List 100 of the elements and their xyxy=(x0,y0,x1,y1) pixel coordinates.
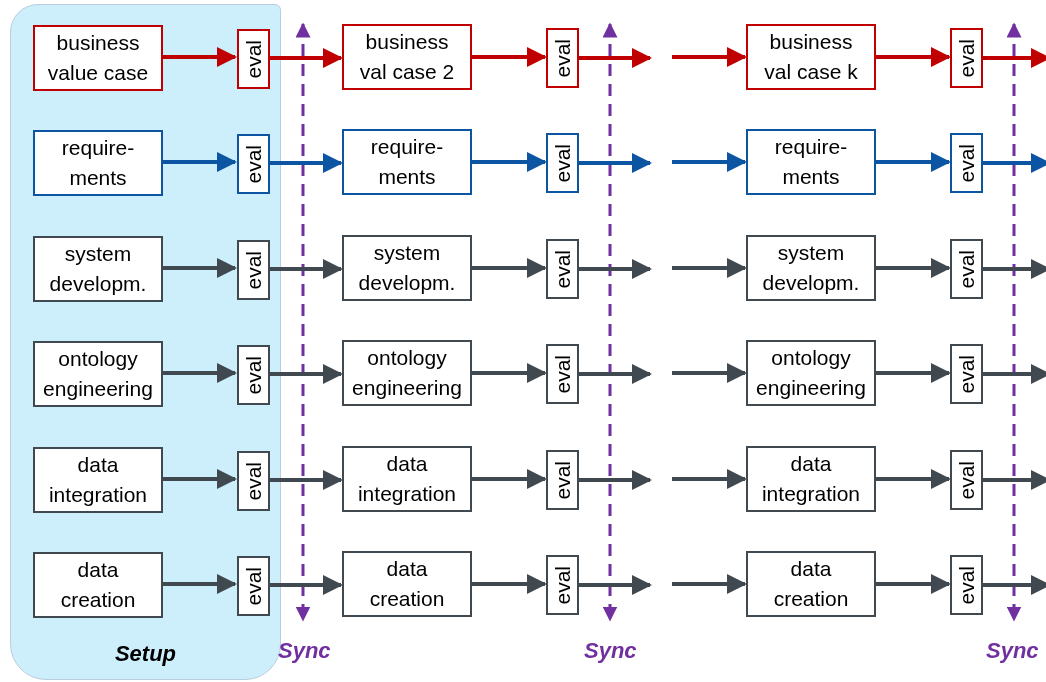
eval-box xyxy=(950,555,983,615)
sync-label: Sync xyxy=(278,638,331,664)
eval-box xyxy=(546,450,579,510)
eval-label: eval xyxy=(954,354,979,394)
box-label: data creation xyxy=(59,556,137,613)
eval-box xyxy=(237,556,270,616)
process-box xyxy=(342,340,472,406)
arrow xyxy=(579,48,652,68)
eval-box xyxy=(546,133,579,193)
process-box xyxy=(33,236,163,302)
process-box xyxy=(746,24,876,90)
box-label: require- ments xyxy=(773,133,849,190)
box-label: system developm. xyxy=(761,239,861,296)
arrow xyxy=(579,364,652,384)
arrow xyxy=(672,363,747,383)
box-label: system developm. xyxy=(48,240,148,297)
arrow xyxy=(162,258,237,278)
process-box xyxy=(342,235,472,301)
process-box xyxy=(33,447,163,513)
arrow xyxy=(579,259,652,279)
arrow xyxy=(876,47,951,67)
box-label: business val case k xyxy=(763,28,859,85)
eval-box xyxy=(950,28,983,88)
eval-label: eval xyxy=(954,460,979,500)
eval-label: eval xyxy=(550,460,575,500)
eval-label: eval xyxy=(241,355,266,395)
box-label: require- ments xyxy=(369,133,445,190)
arrow xyxy=(472,469,547,489)
arrow xyxy=(672,574,747,594)
eval-label: eval xyxy=(550,143,575,183)
arrow xyxy=(162,363,237,383)
process-box xyxy=(746,446,876,512)
eval-box xyxy=(237,240,270,300)
arrow xyxy=(579,575,652,595)
arrow xyxy=(579,153,652,173)
arrow xyxy=(269,575,343,595)
process-box xyxy=(746,551,876,617)
eval-box xyxy=(546,28,579,88)
eval-label: eval xyxy=(954,565,979,605)
process-box xyxy=(746,340,876,406)
arrow xyxy=(472,574,547,594)
arrow xyxy=(672,469,747,489)
eval-label: eval xyxy=(241,566,266,606)
arrow xyxy=(876,152,951,172)
eval-label: eval xyxy=(954,38,979,78)
eval-label: eval xyxy=(241,250,266,290)
arrow xyxy=(672,152,747,172)
arrow xyxy=(472,258,547,278)
eval-box xyxy=(950,239,983,299)
arrow xyxy=(579,470,652,490)
arrow xyxy=(472,152,547,172)
eval-box xyxy=(950,450,983,510)
process-box xyxy=(33,341,163,407)
process-box xyxy=(33,552,163,618)
arrow xyxy=(672,258,747,278)
arrow xyxy=(876,574,951,594)
arrow xyxy=(162,469,237,489)
process-box xyxy=(342,551,472,617)
process-box xyxy=(33,25,163,91)
eval-label: eval xyxy=(550,565,575,605)
box-label: data integration xyxy=(47,451,149,508)
eval-box xyxy=(237,29,270,89)
box-label: ontology engineering xyxy=(755,344,867,401)
box-label: system developm. xyxy=(357,239,457,296)
process-box xyxy=(342,24,472,90)
arrow xyxy=(472,47,547,67)
arrow xyxy=(983,575,1046,595)
process-box xyxy=(746,235,876,301)
eval-label: eval xyxy=(954,249,979,289)
arrow xyxy=(269,470,343,490)
box-label: data integration xyxy=(760,450,862,507)
arrow xyxy=(983,259,1046,279)
arrow xyxy=(472,363,547,383)
arrow xyxy=(983,48,1046,68)
eval-box xyxy=(546,239,579,299)
eval-box xyxy=(950,344,983,404)
eval-box xyxy=(237,345,270,405)
eval-box xyxy=(237,134,270,194)
process-box xyxy=(33,130,163,196)
eval-label: eval xyxy=(550,249,575,289)
arrow xyxy=(269,259,343,279)
eval-label: eval xyxy=(241,39,266,79)
process-box xyxy=(746,129,876,195)
box-label: require- ments xyxy=(60,134,136,191)
box-label: ontology engineering xyxy=(351,344,463,401)
panel-title: Setup xyxy=(113,641,178,667)
arrow xyxy=(983,364,1046,384)
box-label: data creation xyxy=(772,555,850,612)
eval-label: eval xyxy=(241,144,266,184)
sync-label: Sync xyxy=(986,638,1039,664)
box-label: data integration xyxy=(356,450,458,507)
process-box xyxy=(342,446,472,512)
arrow xyxy=(876,258,951,278)
box-label: business val case 2 xyxy=(358,28,456,85)
arrow xyxy=(162,574,237,594)
arrow xyxy=(983,153,1046,173)
eval-label: eval xyxy=(550,38,575,78)
arrow xyxy=(876,469,951,489)
eval-box xyxy=(546,344,579,404)
eval-box xyxy=(237,451,270,511)
